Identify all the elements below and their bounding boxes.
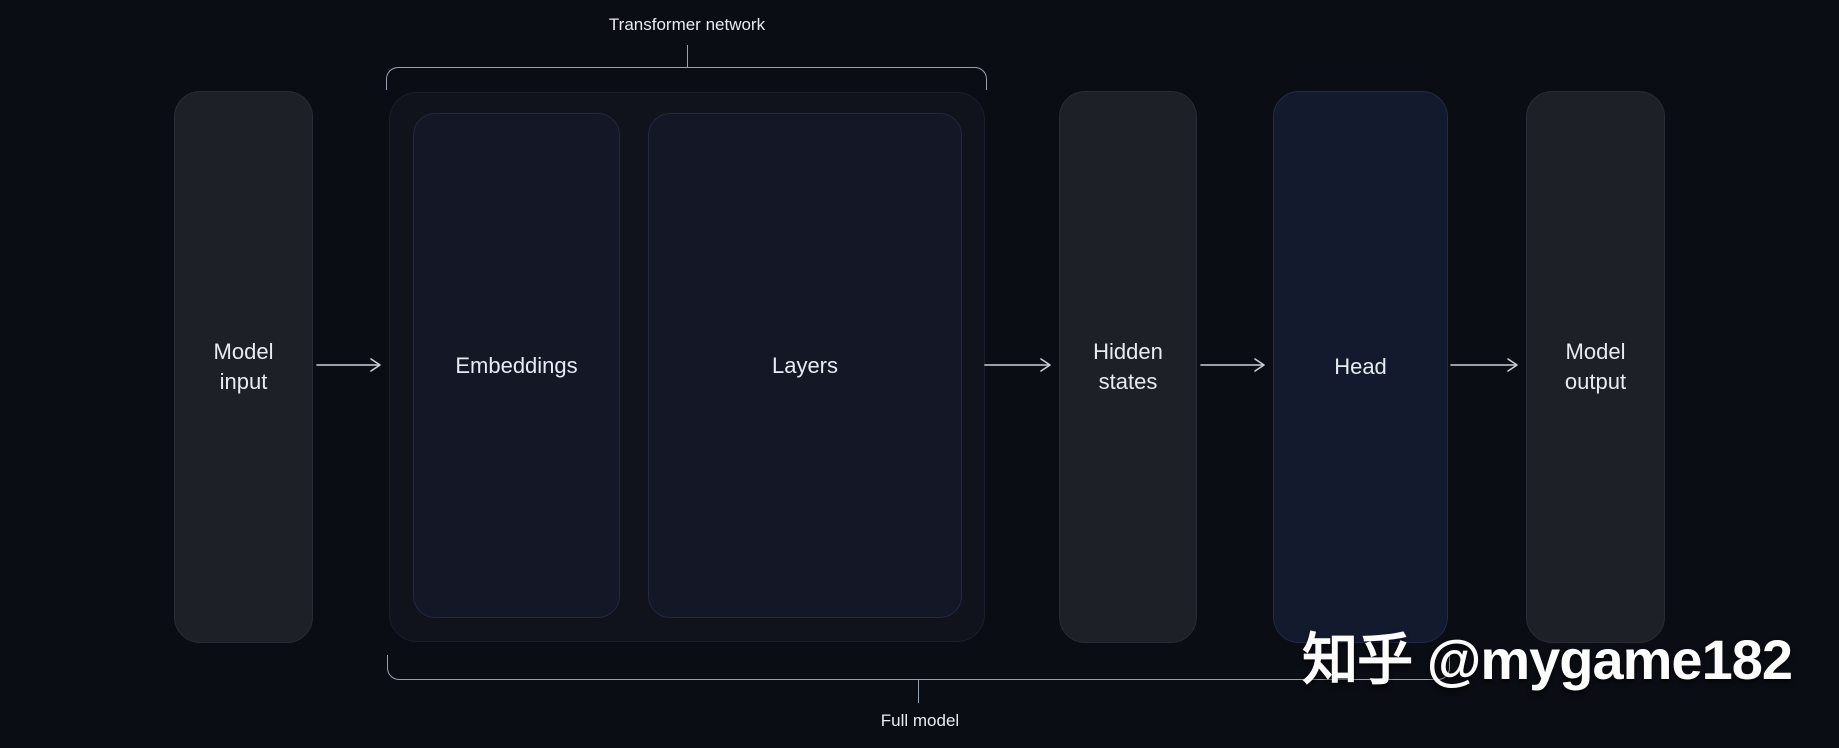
top-bracket: [386, 67, 987, 90]
node-model-input: Model input: [174, 91, 313, 643]
bottom-bracket-tick: [918, 680, 919, 703]
right-arrow-icon: [984, 358, 1051, 372]
full-model-label: Full model: [880, 711, 960, 730]
transformer-network-label: Transformer network: [608, 15, 766, 34]
node-model-output: Model output: [1526, 91, 1665, 643]
top-bracket-tick: [687, 45, 688, 67]
flow-arrow-transformer-to-hidden: [984, 357, 1058, 373]
right-arrow-icon: [316, 358, 381, 372]
node-hidden-states: Hidden states: [1059, 91, 1197, 643]
flow-arrow-input-to-transformer: [316, 357, 388, 373]
flow-arrow-hidden-to-head: [1200, 357, 1272, 373]
node-head: Head: [1273, 91, 1448, 643]
node-embeddings: Embeddings: [413, 113, 620, 618]
right-arrow-icon: [1450, 358, 1518, 372]
watermark: 知乎 @mygame182: [1302, 628, 1793, 691]
node-layers: Layers: [648, 113, 962, 618]
bottom-bracket: [387, 655, 1450, 680]
right-arrow-icon: [1200, 358, 1265, 372]
flow-arrow-head-to-output: [1450, 357, 1525, 373]
